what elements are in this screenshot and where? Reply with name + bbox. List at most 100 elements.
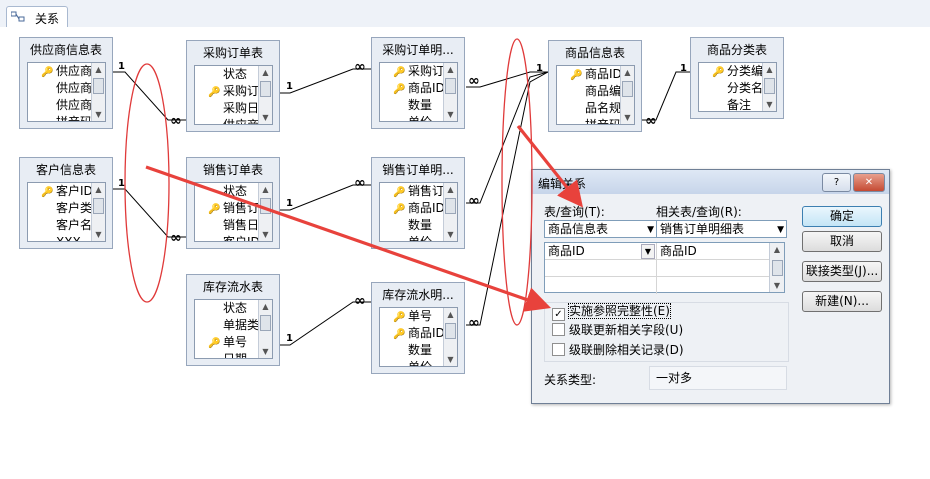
- scroll-down-icon[interactable]: ▼: [447, 110, 454, 119]
- scroll-down-icon[interactable]: ▼: [773, 281, 781, 290]
- scroll-up-icon[interactable]: ▲: [262, 302, 269, 311]
- scroll-thumb[interactable]: [772, 260, 783, 276]
- field-row[interactable]: 分类名: [699, 80, 762, 97]
- field-row[interactable]: 销售日: [195, 217, 258, 234]
- field-row[interactable]: 🔑商品ID: [380, 80, 443, 97]
- field-list-scrollbar[interactable]: ▲▼: [258, 183, 272, 241]
- scroll-thumb[interactable]: [445, 323, 456, 339]
- field-row[interactable]: 🔑单号: [380, 308, 443, 325]
- field-list-scrollbar[interactable]: ▲▼: [443, 308, 457, 366]
- ok-button[interactable]: 确定: [802, 206, 882, 227]
- field-row[interactable]: 采购日: [195, 100, 258, 117]
- table-title[interactable]: 客户信息表: [35, 163, 96, 177]
- cascade-update-checkbox[interactable]: 级联更新相关字段(U): [552, 322, 683, 338]
- table-title[interactable]: 销售订单表: [202, 163, 263, 177]
- field-row[interactable]: 数量: [380, 97, 443, 114]
- scroll-up-icon[interactable]: ▲: [262, 68, 269, 77]
- table-stock-flow[interactable]: 库存流水表状态单据类🔑单号日期▲▼: [186, 274, 280, 366]
- scroll-up-icon[interactable]: ▲: [447, 185, 454, 194]
- field-row[interactable]: 单据类: [195, 317, 258, 334]
- field-row[interactable]: 客户ID: [195, 234, 258, 241]
- field-row[interactable]: 品名规: [557, 100, 620, 117]
- scroll-down-icon[interactable]: ▼: [262, 347, 269, 356]
- field-row[interactable]: 数量: [380, 342, 443, 359]
- empty-cell[interactable]: [657, 260, 770, 277]
- scroll-down-icon[interactable]: ▼: [95, 230, 102, 239]
- checkbox-unchecked[interactable]: [552, 343, 565, 356]
- empty-cell[interactable]: [545, 260, 657, 277]
- field-list[interactable]: 🔑分类编分类名备注▲▼: [698, 62, 777, 112]
- field-row[interactable]: 🔑采购订: [380, 63, 443, 80]
- table-query-select[interactable]: 商品信息表 ▼: [544, 220, 657, 238]
- table-title[interactable]: 商品分类表: [706, 43, 767, 57]
- field-list-scrollbar[interactable]: ▲▼: [258, 66, 272, 124]
- field-row[interactable]: XXX: [28, 234, 91, 241]
- table-purchase-orders[interactable]: 采购订单表状态🔑采购订采购日供应商▲▼: [186, 40, 280, 132]
- checkbox-unchecked[interactable]: [552, 323, 565, 336]
- table-categories[interactable]: 商品分类表 🔑分类编分类名备注▲▼: [690, 37, 784, 119]
- field-row[interactable]: 🔑分类编: [699, 63, 762, 80]
- field-list-scrollbar[interactable]: ▲▼: [620, 66, 634, 124]
- scroll-down-icon[interactable]: ▼: [447, 230, 454, 239]
- scroll-thumb[interactable]: [260, 81, 271, 97]
- table-sales-orders[interactable]: 销售订单表状态🔑销售订销售日客户ID▲▼: [186, 157, 280, 249]
- field-list-scrollbar[interactable]: ▲▼: [443, 63, 457, 121]
- table-supplier[interactable]: 供应商信息表🔑供应商供应商供应商拼音码▲▼: [19, 37, 113, 129]
- table-title[interactable]: 商品信息表: [564, 46, 625, 60]
- scroll-up-icon[interactable]: ▲: [95, 65, 102, 74]
- field-row[interactable]: 🔑供应商: [28, 63, 91, 80]
- field-row[interactable]: 供应商: [28, 80, 91, 97]
- scroll-down-icon[interactable]: ▼: [766, 100, 773, 109]
- field-row[interactable]: 🔑客户ID: [28, 183, 91, 200]
- field-row[interactable]: 数量: [380, 217, 443, 234]
- cascade-delete-checkbox[interactable]: 级联删除相关记录(D): [552, 342, 684, 358]
- field-row[interactable]: 备注: [699, 97, 762, 111]
- table-title[interactable]: 采购订单表: [202, 46, 263, 60]
- field-mapping-grid[interactable]: 商品ID ▼ 商品ID ▲ ▼: [544, 242, 785, 294]
- field-list-scrollbar[interactable]: ▲▼: [258, 300, 272, 358]
- field-row[interactable]: 拼音码: [557, 117, 620, 124]
- field-row[interactable]: 供应商: [195, 117, 258, 124]
- table-title[interactable]: 供应商信息表: [29, 43, 102, 57]
- field-list-scrollbar[interactable]: ▲▼: [91, 63, 105, 121]
- field-row[interactable]: 状态: [195, 300, 258, 317]
- right-field-cell[interactable]: 商品ID: [657, 243, 770, 260]
- join-type-button[interactable]: 联接类型(J)...: [802, 261, 882, 282]
- checkbox-checked[interactable]: ✓: [552, 308, 565, 321]
- field-list[interactable]: 状态🔑销售订销售日客户ID▲▼: [194, 182, 273, 242]
- scroll-down-icon[interactable]: ▼: [262, 230, 269, 239]
- field-row[interactable]: 商品编: [557, 83, 620, 100]
- dialog-title-bar[interactable]: 编辑关系 ? ✕: [532, 170, 889, 194]
- field-row[interactable]: 🔑单号: [195, 334, 258, 351]
- field-row[interactable]: 单价: [380, 234, 443, 241]
- field-list-scrollbar[interactable]: ▲▼: [443, 183, 457, 241]
- scroll-up-icon[interactable]: ▲: [624, 68, 631, 77]
- chevron-down-icon[interactable]: ▼: [641, 244, 655, 259]
- scroll-thumb[interactable]: [622, 81, 633, 97]
- scroll-down-icon[interactable]: ▼: [262, 113, 269, 122]
- scroll-up-icon[interactable]: ▲: [773, 245, 781, 254]
- field-list[interactable]: 状态单据类🔑单号日期▲▼: [194, 299, 273, 359]
- scroll-thumb[interactable]: [260, 198, 271, 214]
- help-button[interactable]: ?: [822, 173, 851, 192]
- field-row[interactable]: 拼音码: [28, 114, 91, 121]
- scroll-down-icon[interactable]: ▼: [624, 113, 631, 122]
- empty-cell[interactable]: [657, 277, 770, 294]
- field-row[interactable]: 单价: [380, 114, 443, 121]
- related-query-select[interactable]: 销售订单明细表 ▼: [656, 220, 787, 238]
- field-list-scrollbar[interactable]: ▲▼: [762, 63, 776, 111]
- scroll-up-icon[interactable]: ▲: [447, 310, 454, 319]
- field-row[interactable]: 日期: [195, 351, 258, 358]
- field-row[interactable]: 🔑商品ID: [380, 200, 443, 217]
- field-row[interactable]: 🔑采购订: [195, 83, 258, 100]
- scroll-up-icon[interactable]: ▲: [262, 185, 269, 194]
- field-row[interactable]: 🔑销售订: [380, 183, 443, 200]
- table-title[interactable]: 库存流水表: [202, 280, 263, 294]
